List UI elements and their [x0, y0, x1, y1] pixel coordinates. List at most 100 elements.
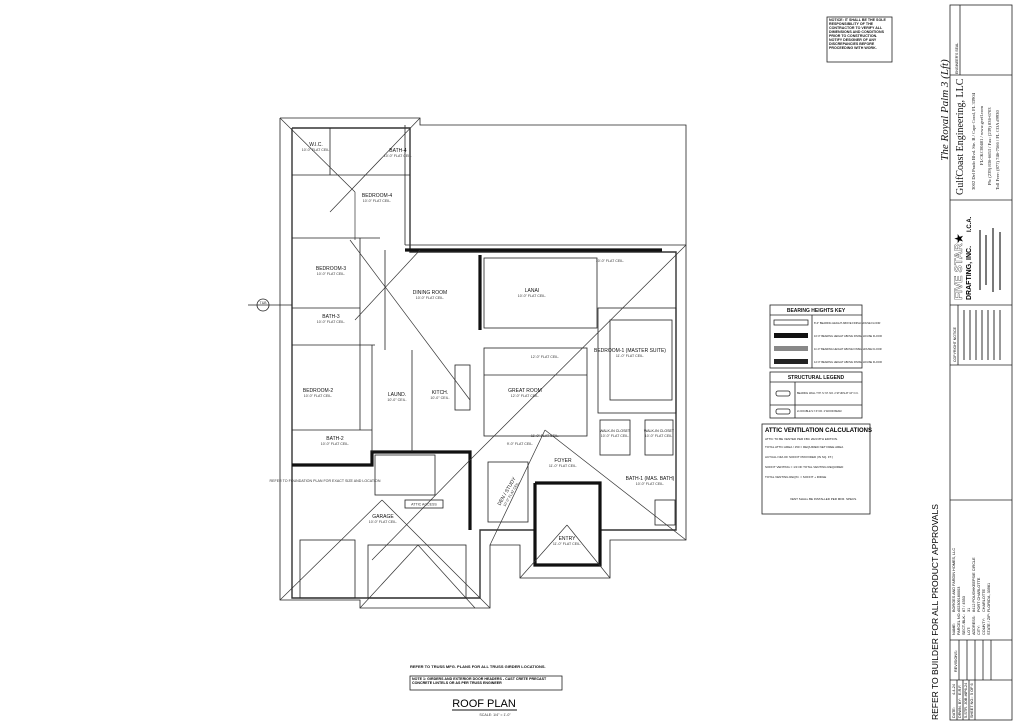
label: BORGES AND FARDIN HOMES, LLC: [952, 548, 956, 612]
label: TOTAL VENTING REQ'D. = SOFFIT + RIDGE: [765, 475, 826, 479]
label: DATE:: [952, 707, 956, 718]
room-bath-3: BATH-310'-0" FLAT CEIL.: [317, 314, 346, 324]
label: ADDRESS:: [972, 616, 976, 635]
label: VENT SHALL BE INSTALLED PER MFR. SPECS.: [790, 497, 857, 501]
label: 5-STR. JOB #:: [964, 693, 968, 718]
label: 4-4-24: [952, 684, 956, 695]
label: 11'-0" FLAT CEIL.: [553, 542, 581, 546]
label: 10'-0" FLAT CEIL.: [302, 148, 331, 152]
roof-hip-lines: [279, 117, 687, 609]
label: 402309180003: [957, 587, 961, 612]
label: 10'-0" FLAT CEIL.: [304, 394, 333, 398]
label: 12'-0" BEARING HEIGHT ABOVE FINISH HOUSE…: [814, 360, 882, 364]
label: 10'-0" CEIL.: [387, 398, 406, 402]
label: 10'-0" FLAT CEIL.: [317, 320, 346, 324]
label: 10'-0" FLAT CEIL.: [321, 442, 350, 446]
room-master: BEDROOM-1 (MASTER SUITE)11'-0" FLAT CEIL…: [594, 348, 666, 358]
truss-note: REFER TO TRUSS MFG. PLANS FOR ALL TRUSS …: [410, 664, 546, 669]
label: 12'-0" FLAT CEIL.: [511, 394, 540, 398]
label: CHARLOTTE: [982, 589, 986, 612]
label: 10'-0" FLAT CEIL.: [384, 154, 413, 158]
label: NAME:: [952, 623, 956, 635]
label: BATH-2: [326, 436, 344, 442]
label: 4P6-24: [964, 683, 968, 695]
label: 8412 POUGHKEEPSIE CIRCLE: [972, 557, 976, 612]
floor-plan: T&B W.I.C.10'-0" FLAT CEIL. BATH-410'-0"…: [248, 117, 687, 609]
label: 31: [967, 608, 971, 612]
label: 10'-0" FLAT CEIL.: [601, 434, 630, 438]
label: 10'-0" FLAT CEIL.: [518, 294, 547, 298]
label: PARCEL NO.:: [957, 611, 961, 635]
label: DRWN. BY:: [958, 698, 962, 718]
roof-outline: [279, 117, 687, 609]
room-bedroom-2: BEDROOM-210'-0" FLAT CEIL.: [303, 388, 334, 398]
project-info: NAME: BORGES AND FARDIN HOMES, LLC PARCEL…: [952, 548, 991, 635]
label: SECT./BLK.:: [962, 614, 966, 635]
ceiling-note: 9'-0" FLAT CEIL.: [507, 442, 534, 446]
label: GARAGE: [372, 514, 394, 520]
label: 10'-0" BEARING HEIGHT ABOVE FINISH HOUSE…: [814, 334, 882, 338]
label: 10'-0" FLAT CEIL.: [416, 296, 445, 300]
label: KITCH.: [432, 390, 448, 396]
label: BATH-1 (MAS. BATH): [626, 476, 675, 482]
product-approvals-note: REFER TO BUILDER FOR ALL PRODUCT APPROVA…: [930, 504, 940, 720]
bearing-heights-key: BEARING HEIGHTS KEY 8'-0" BEARING HEIGHT…: [769, 304, 882, 369]
label: BEDROOM-1 (MASTER SUITE): [594, 348, 666, 354]
label: SHEET NO.:: [970, 697, 974, 718]
label: Toll Free: (877) 746-7566 / FL COA #9930: [995, 110, 1000, 190]
room-bath-4: BATH-410'-0" FLAT CEIL.: [384, 148, 413, 158]
label: ATTIC ACCESS: [411, 503, 437, 507]
label: LAUND.: [388, 392, 406, 398]
label: TOTAL ATTIC AREA / 150 = REQUIRED NET FR…: [765, 445, 843, 449]
label: 87 / 4553: [962, 596, 966, 612]
structural-legend: STRUCTURAL LEGEND BEARING WALL TYP. S.Y.…: [769, 371, 863, 419]
label: 10'-0" FLAT CEIL.: [645, 434, 674, 438]
room-laundry: LAUND.10'-0" CEIL.: [387, 392, 406, 402]
room-master-bath: BATH-1 (MAS. BATH)10'-0" FLAT CEIL.: [626, 476, 675, 486]
label: WALK-IN CLOSET: [644, 429, 675, 433]
attic-ventilation-calculations: ATTIC VENTILATION CALCULATIONS ATTIC TO …: [761, 423, 872, 515]
revisions-label: REVISIONS:: [954, 650, 958, 672]
boxed-note-text: NOTE 1: GIRDERS AND EXTERIOR DOOR HEADER…: [412, 677, 547, 686]
engineer-name: GulfCoast Engineering, LLC: [955, 78, 966, 195]
label: FLORIDA, 33981: [987, 583, 991, 612]
label: BATH-3: [322, 314, 340, 320]
label: ATTIC TO BE VENTED PER FBC 2023 8TH EDIT…: [765, 437, 838, 441]
label: BEDROOM-3: [316, 266, 347, 272]
label: I.C.A.: [967, 216, 973, 232]
label: 10'-0" FLAT CEIL.: [363, 199, 392, 203]
label: WALK-IN CLOSET: [600, 429, 631, 433]
label: W.I.C.: [309, 142, 323, 148]
label: 2x DOUBLE S.Y.P. NO. 2 WOOD BEAM: [797, 410, 842, 413]
label: 10'-0" FLAT CEIL.: [369, 520, 398, 524]
label: BEDROOM-4: [362, 193, 393, 199]
attic-access: ATTIC ACCESS: [404, 499, 444, 509]
room-wic: W.I.C.10'-0" FLAT CEIL.: [302, 142, 331, 152]
room-bedroom-3: BEDROOM-310'-0" FLAT CEIL.: [316, 266, 347, 276]
room-labels: W.I.C.10'-0" FLAT CEIL. BATH-410'-0" FLA…: [270, 142, 675, 546]
label: PORT CHARLOTTE: [977, 577, 981, 612]
general-notice-box: NOTICE: IT SHALL BE THE SOLE RESPONSIBIL…: [826, 16, 893, 63]
plan-name: The Royal Palm 3 (Lft): [939, 59, 951, 161]
label: DINING ROOM: [413, 290, 447, 296]
drawing-scale: SCALE: 1/4" = 1'-0": [479, 713, 511, 717]
label: LOT:: [967, 627, 971, 635]
room-bath-2: BATH-210'-0" FLAT CEIL.: [321, 436, 350, 446]
label: ACTUAL NFA OF SOFFIT PROVIDED (IN SQ. FT…: [765, 455, 833, 459]
label: STATE / ZIP:: [987, 613, 991, 635]
label: 8'-0" BEARING HEIGHT ABOVE FINISH HOUSE …: [814, 321, 880, 325]
label: DRAFTING, INC.: [966, 246, 973, 300]
label: BEARING HEIGHTS KEY: [787, 308, 846, 314]
label: 3002 Del Prado Blvd. Ste. B / Cape Coral…: [971, 92, 977, 190]
garage-note: REFER TO FOUNDATION PLAN FOR EXACT SIZE …: [270, 479, 381, 483]
label: STRUCTURAL LEGEND: [788, 375, 845, 381]
drawing-title: ROOF PLAN: [452, 698, 516, 710]
general-notice-text: NOTICE: IT SHALL BE THE SOLE RESPONSIBIL…: [829, 18, 886, 50]
